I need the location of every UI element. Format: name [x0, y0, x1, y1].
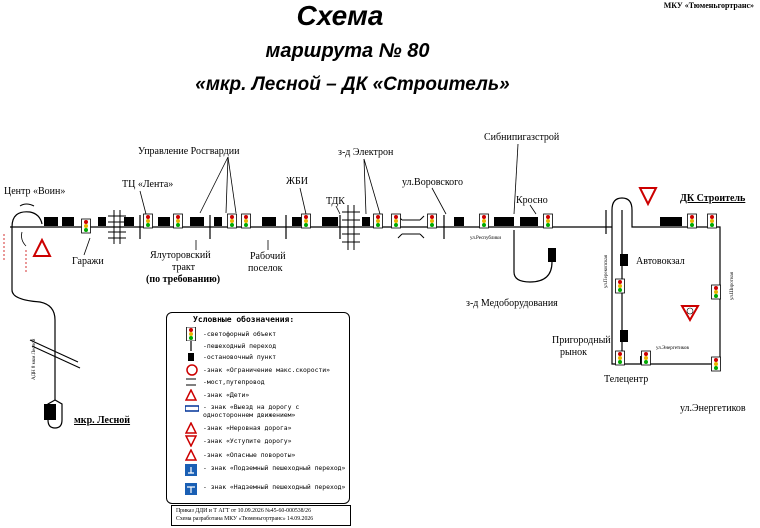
children-sign-icon: [185, 389, 197, 401]
street-label-perekopskaya: ул.Перекопская: [604, 254, 609, 288]
label-yalutorovsky-3: (по требованию): [146, 274, 221, 285]
legend-item-speed: -знак «Ограничение макс.скорости»: [203, 366, 330, 374]
label-tc-lenta: ТЦ «Лента»: [122, 179, 174, 190]
legend-box: Условные обозначения: -светофорный объек…: [166, 312, 350, 504]
title-line-2: маршрута № 80: [265, 40, 430, 62]
legend-item-uneven: -знак «Неровная дорога»: [203, 424, 292, 432]
label-zhbi: ЖБИ: [286, 176, 308, 187]
bus-stop-icon: [188, 353, 194, 361]
label-rabochiy-1: Рабочий: [250, 251, 286, 262]
one-way-exit-icon: [185, 405, 199, 412]
label-sibnipi: Сибнипигазстрой: [484, 132, 560, 143]
underground-crossing-icon: [185, 464, 197, 476]
organization-name: МКУ «Тюменьгортранс»: [663, 1, 754, 10]
title-line-3: «мкр. Лесной – ДК «Строитель»: [195, 74, 510, 95]
route-line-right-loop: [611, 197, 721, 365]
route-line-left-inner: [21, 231, 27, 247]
label-center-voin: Центр «Воин»: [4, 186, 66, 197]
dangerous-turns-icon: [185, 449, 197, 461]
street-label-shirotnaya: ул.Широтная: [730, 271, 735, 300]
street-label-respub: ул.Республики: [470, 236, 502, 241]
stops: [44, 217, 682, 420]
legend-item-stop: -остановочный пункт: [203, 353, 277, 361]
sign-right: [680, 305, 700, 323]
legend-item-pedestrian: -пешеходный переход: [203, 342, 277, 350]
route-line-left: [11, 211, 56, 400]
yield-sign-dk: [638, 187, 658, 207]
label-krosno: Кросно: [516, 195, 548, 206]
street-label-energ-small: ул.Энергетиков: [656, 346, 689, 351]
label-mkr-lesnoy: мкр. Лесной: [74, 415, 131, 426]
label-zd-medob: з-д Медоборудования: [466, 298, 558, 309]
legend-title: Условные обозначения:: [193, 315, 295, 324]
route-line-medob: [513, 230, 553, 283]
yield-icon: [185, 435, 197, 447]
label-telecentr: Телецентр: [604, 374, 649, 385]
terminal-loop-lesnoy: [47, 399, 63, 429]
legend-item-underground: - знак «Подземный пешеходный переход»: [203, 464, 346, 472]
label-garazhi: Гаражи: [72, 256, 104, 267]
label-prigorodny-2: рынок: [560, 347, 587, 358]
order-footer: Приказ ДДИ и Т АГТ от 10.09.2026 №45-60-…: [171, 505, 351, 526]
legend-item-children: -знак «Дети»: [203, 391, 250, 399]
leader-lines: [83, 143, 537, 256]
footer-line-1: Приказ ДДИ и Т АГТ от 10.09.2026 №45-60-…: [176, 508, 311, 514]
bridge-icon: [186, 378, 196, 386]
footer-line-2: Схема разработана МКУ «Тюменьгортранс» 1…: [176, 516, 314, 522]
overhead-crossing-icon: [185, 483, 197, 495]
legend-item-yield: -знак «Уступите дорогу»: [203, 437, 292, 445]
uneven-road-icon: [185, 422, 197, 434]
traffic-light-icon: [186, 327, 196, 341]
label-tdk: ТДК: [326, 196, 345, 207]
legend-item-turns: -знак «Опасные повороты»: [203, 451, 296, 459]
label-yalutorovsky-2: тракт: [172, 262, 196, 273]
label-dk-stroitel: ДК Строитель: [680, 193, 746, 204]
legend-item-overhead: - знак «Надземный пешеходный переход»: [203, 483, 346, 491]
pedestrian-crossing-icon: [190, 341, 192, 351]
railway-crossing: [29, 205, 360, 369]
label-yalutorovsky-1: Ялуторовский: [150, 250, 211, 261]
label-energetikov: ул.Энергетиков: [680, 403, 746, 414]
label-vorovskogo: ул.Воровского: [402, 177, 464, 188]
sign-top-left: [19, 203, 35, 207]
title-line-1: Схема: [296, 0, 384, 31]
legend-item-bridge: -мост,путепровод: [203, 378, 265, 386]
speed-limit-icon: [186, 364, 198, 376]
legend-item-one-way: - знак «Выезд на дорогу с одностороннем …: [203, 403, 300, 419]
pedestrian-crossings: [139, 210, 607, 239]
label-zd-elektron: з-д Электрон: [338, 147, 394, 158]
street-label-left: АДН 8 мкм Лесной: [32, 338, 37, 380]
warning-sign-left: [32, 237, 52, 257]
label-rabochiy-2: поселок: [248, 263, 283, 274]
direction-arrows: [3, 234, 27, 272]
label-avtovokzal: Автовокзал: [636, 256, 685, 267]
label-prigorodny-1: Пригородный: [552, 335, 611, 346]
legend-item-traffic-light: -светофорный объект: [203, 330, 277, 338]
label-upravlenie: Управление Росгвардии: [138, 146, 240, 157]
